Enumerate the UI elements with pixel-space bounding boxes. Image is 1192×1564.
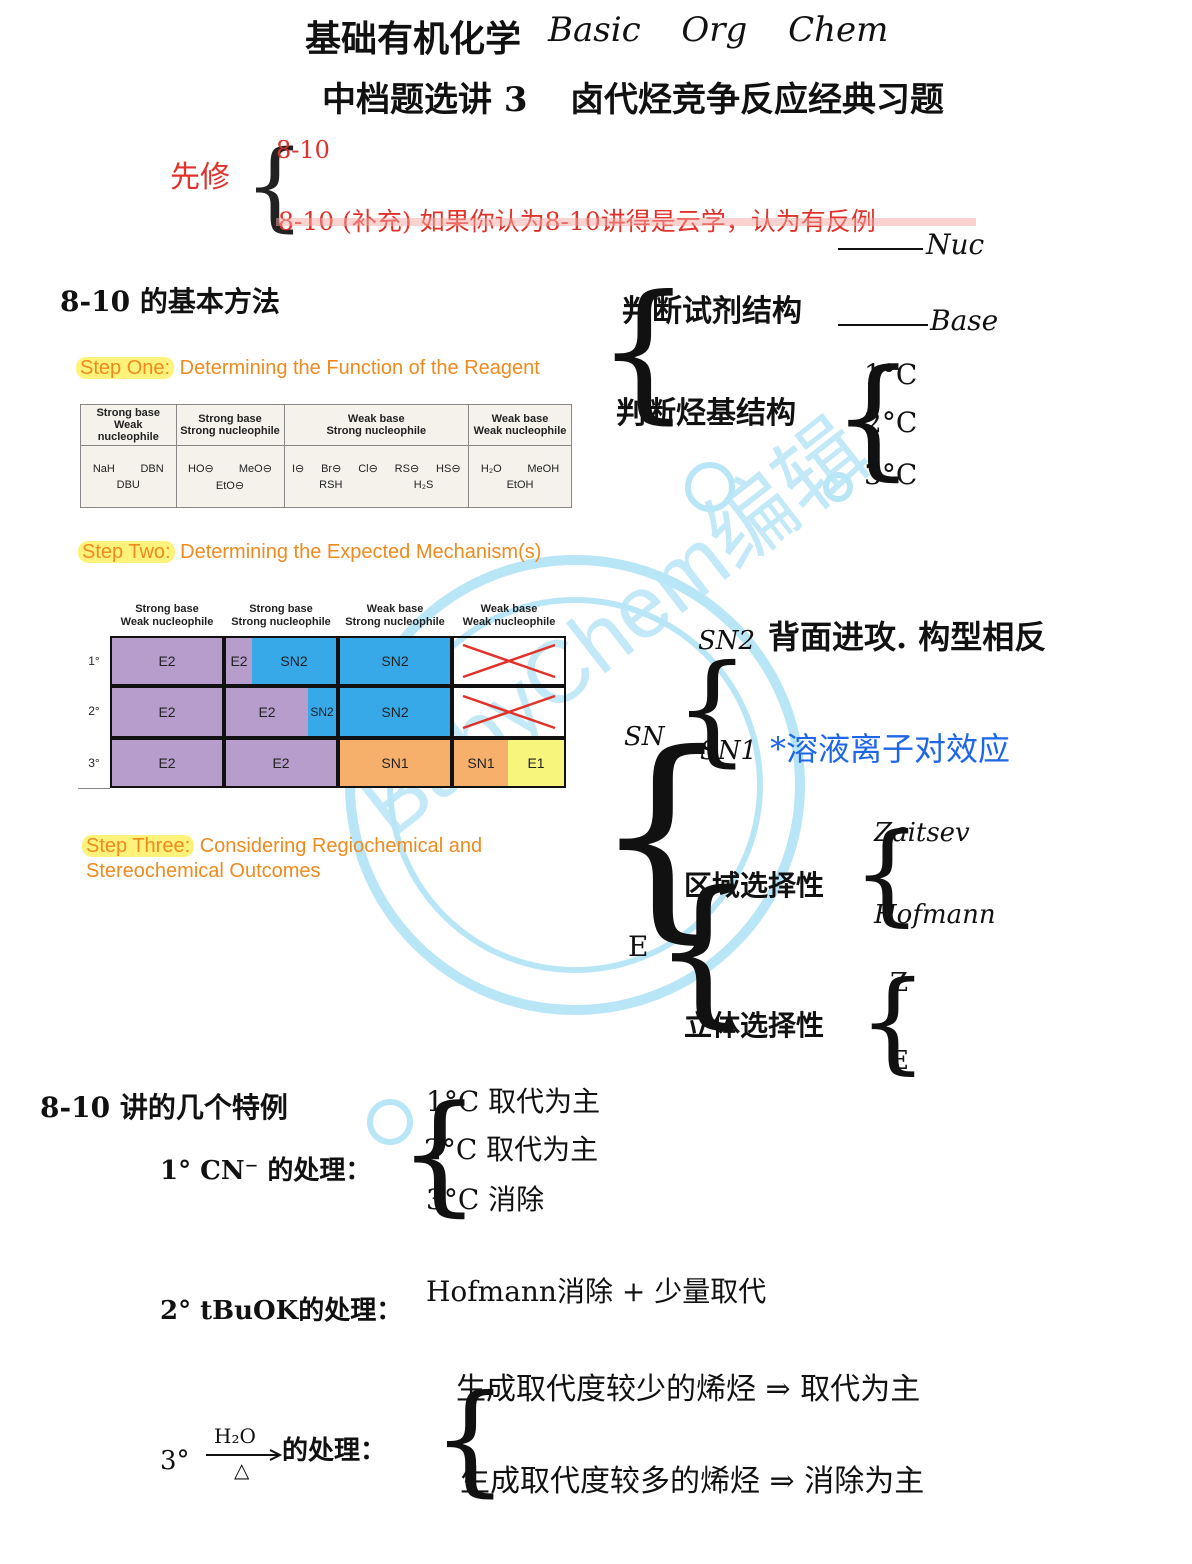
cell-e2: E2 [224, 738, 338, 788]
deg-2: 2°C [864, 406, 918, 439]
prereq-item1: 8-10 [276, 136, 330, 164]
step-three-text: Considering Regiochemical and [194, 835, 483, 857]
deg-1: 1°C [864, 358, 918, 391]
e-isomer-label: E [890, 1046, 909, 1076]
stereo-brace: { [858, 957, 928, 1085]
sn-label: SN [624, 722, 665, 752]
example3-row1: 生成取代度较少的烯烃 ⇒ 取代为主 [456, 1372, 921, 1407]
cell-e2: E2 [110, 686, 224, 738]
regio-label: 区域选择性 [684, 869, 825, 902]
cell-e2: E2 [224, 686, 308, 738]
title-en: Basic Org Chem [548, 10, 889, 50]
cell-sn2: SN2 [338, 636, 452, 686]
cell-sn2: SN2 [338, 686, 452, 738]
base-line [838, 324, 928, 326]
cell-sn1: SN1 [452, 738, 508, 788]
method-heading: 8-10 的基本方法 [60, 285, 280, 318]
regio-brace: { [852, 809, 922, 937]
example2-label: 2° tBuOK的处理： [160, 1296, 403, 1326]
nuc-label: Nuc [926, 228, 985, 261]
e-brace: { [652, 856, 754, 1043]
cell-e1: E1 [508, 738, 566, 788]
highlight-stroke [276, 218, 976, 226]
sn-brace: { [674, 640, 751, 779]
reagent-cell: HO⊖MeO⊖EtO⊖ [175, 445, 285, 508]
z-label: Z [890, 968, 909, 998]
method-brace: { [596, 264, 692, 438]
examples-heading: 8-10 讲的几个特例 [40, 1091, 288, 1124]
alkyl-brace: { [832, 341, 915, 493]
grid-bottom-rule [78, 788, 110, 789]
subtitle-topic: 卤代烃竞争反应经典习题 [570, 80, 944, 120]
e-label: E [628, 930, 649, 963]
cell-sn2: SN2 [308, 686, 338, 738]
row-label: 1° [88, 654, 100, 668]
step-two-prefix: Step Two: [78, 541, 175, 563]
step-two-text: Determining the Expected Mechanism(s) [174, 541, 542, 563]
row-label: 3° [88, 756, 100, 770]
example3-suffix: 的处理： [282, 1436, 387, 1466]
step-three-heading: Step Three: Considering Regiochemical an… [82, 835, 482, 858]
cell-e2: E2 [110, 636, 224, 686]
judge-reagent: 判断试剂结构 [622, 294, 802, 329]
example1-brace: { [398, 1077, 481, 1229]
example3-condition: △ [234, 1458, 250, 1482]
cell-crossed [452, 686, 566, 738]
example3-reagent: H₂O [214, 1424, 256, 1448]
main-brace: { [592, 706, 732, 962]
step-one-prefix: Step One: [76, 357, 175, 379]
cell-e2: E2 [224, 636, 252, 686]
row-label: 2° [88, 704, 100, 718]
step-three-line2: Stereochemical Outcomes [86, 860, 321, 882]
nuc-line [838, 248, 923, 250]
example3-degree: 3° [160, 1446, 190, 1476]
base-label: Base [930, 304, 999, 337]
hofmann-label: Hofmann [874, 900, 996, 930]
example1-row3: 3°C 消除 [426, 1183, 545, 1216]
step-one-heading: Step One: Determining the Function of th… [76, 357, 540, 380]
title-cn: 基础有机化学 [305, 18, 522, 60]
example1-label: 1° CN⁻ 的处理： [160, 1156, 372, 1186]
judge-alkyl: 判断烃基结构 [616, 396, 796, 431]
example1-row2: 2°C 取代为主 [424, 1133, 599, 1166]
example3-brace: { [432, 1370, 509, 1509]
stereo-label: 立体选择性 [684, 1009, 825, 1042]
cell-sn2: SN2 [252, 636, 338, 686]
prereq-label: 先修 [170, 160, 230, 195]
example3-row2: 生成取代度较多的烯烃 ⇒ 消除为主 [460, 1464, 925, 1499]
reaction-arrow-icon [206, 1449, 283, 1461]
cell-crossed [452, 636, 566, 686]
cell-sn1: SN1 [338, 738, 452, 788]
step-one-text: Determining the Function of the Reagent [174, 357, 540, 379]
sn2-label: SN2 [698, 626, 756, 656]
zaitsev-label: Zaitsev [874, 818, 970, 848]
step-three-prefix: Step Three: [82, 835, 195, 857]
sn1-note: *溶液离子对效应 [770, 730, 1011, 768]
subtitle-series: 中档题选讲 3 [322, 80, 528, 120]
step-two-heading: Step Two: Determining the Expected Mecha… [78, 541, 541, 564]
sn2-note: 背面进攻. 构型相反 [768, 618, 1047, 656]
sn1-label: SN1 [700, 736, 758, 766]
cross-icon [462, 694, 556, 730]
deg-3: 3°C [864, 458, 918, 491]
example1-row1: 1°C 取代为主 [426, 1085, 601, 1118]
cross-icon [462, 643, 556, 679]
example2-result: Hofmann消除 + 少量取代 [426, 1275, 767, 1308]
cell-e2: E2 [110, 738, 224, 788]
